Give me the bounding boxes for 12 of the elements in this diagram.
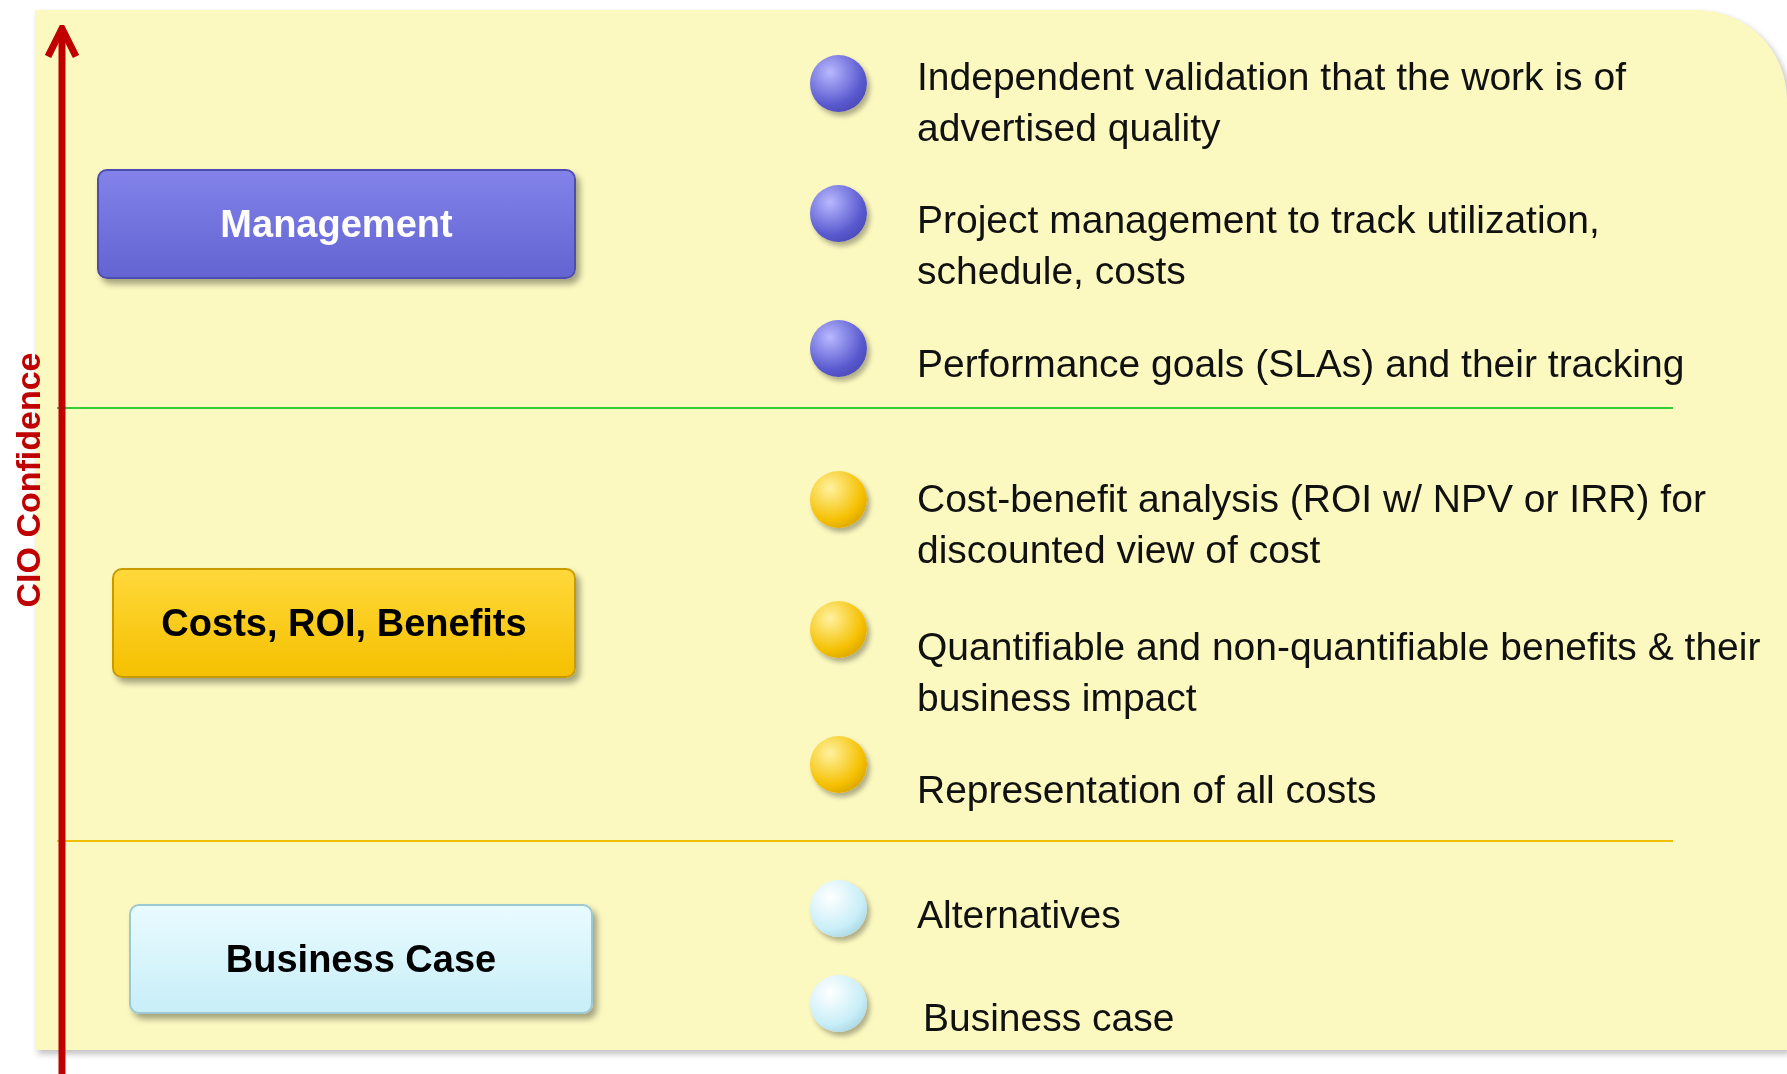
bullet-text: Performance goals (SLAs) and their tracking: [917, 341, 1686, 387]
axis-label: CIO Confidence: [8, 351, 48, 610]
category-box: Costs, ROI, Benefits: [112, 568, 576, 678]
bullet-text: Cost-benefit analysis (ROI w/ NPV or IRR) for discounted view of cost: [917, 476, 1707, 573]
bullet-text: Project management to track utilization, schedule, costs: [917, 197, 1601, 294]
category-box: Management: [97, 169, 576, 279]
category-box: Business Case: [129, 904, 593, 1014]
bullet-text: Business case: [923, 995, 1176, 1041]
bullet-text: Alternatives: [917, 892, 1122, 938]
bullet-text: Quantifiable and non-quantifiable benefits & their business impact: [917, 624, 1762, 721]
bullet-text: Representation of all costs: [917, 767, 1378, 813]
bullet-text: Independent validation that the work is of advertised quality: [917, 54, 1627, 151]
